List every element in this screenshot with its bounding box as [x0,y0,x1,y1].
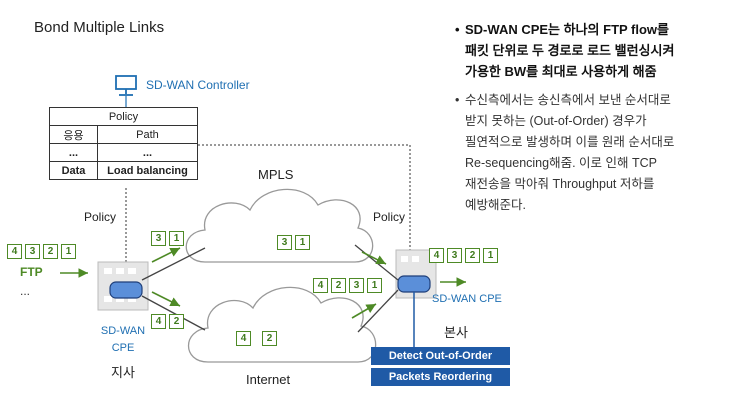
to-mpls-arrow [151,247,181,263]
to-internet-arrow [151,291,181,307]
mpls-arrive-arrow [361,251,387,265]
detect-out-of-order-box: Detect Out-of-Order [371,347,510,365]
mpls-label: MPLS [258,167,294,182]
packet-box: 4 [236,331,251,346]
policy-table-header: Policy [49,107,198,126]
bullet-2-line: 받지 못하는 (Out-of-Order) 경우가 [465,114,647,128]
packet-box: 3 [151,231,166,246]
packet-box: 1 [169,231,184,246]
packet-box: 2 [169,314,184,329]
packet-box: 3 [25,244,40,259]
packet-box: 4 [313,278,328,293]
internet-arrive-arrow [351,303,377,319]
bullet-2: •수신측에서는 송신측에서 보낸 순서대로 받지 못하는 (Out-of-Ord… [455,90,725,216]
policy-table: Policy 응용 Path ... ... Data Load balanci… [49,107,198,180]
policy-cell: Load balancing [97,161,198,180]
monitor-icon [115,75,137,96]
mpls-cloud [185,188,374,263]
bullet-2-line: 재전송을 막아줘 Throughput 저하를 [465,177,655,191]
internet-label: Internet [246,372,291,387]
packet-box: 2 [465,248,480,263]
packets-reordering-box: Packets Reordering [371,368,510,386]
packet-box: 1 [367,278,382,293]
packet-box: 2 [331,278,346,293]
policy-label-branch: Policy [84,210,117,224]
branch-cpe-device [97,261,149,311]
policy-cell: Path [97,125,198,144]
bullet-1-line: 패킷 단위로 두 경로로 로드 밸런싱시켜 [465,43,675,58]
packet-box: 4 [151,314,166,329]
internet-hq-link [357,289,399,333]
hq-cpe-label: SD-WAN CPE [432,293,502,305]
packet-box: 3 [349,278,364,293]
page-title: Bond Multiple Links [34,19,165,36]
bullet-2-line: 수신측에서는 송신측에서 보낸 순서대로 [465,93,671,107]
bullet-1-line: SD-WAN CPE는 하나의 FTP flow를 [465,22,670,37]
branch-label: 지사 [111,365,135,380]
policy-cell: 응용 [49,125,98,144]
packet-box: 4 [429,248,444,263]
mpls-hq-link [354,244,399,281]
packet-box: 1 [61,244,76,259]
packet-box: 2 [262,331,277,346]
controller-label: SD-WAN Controller [146,78,250,92]
packet-box: 4 [7,244,22,259]
bullet-2-line: Re-sequencing해줌. 이로 인해 TCP [465,156,657,170]
ftp-label: FTP [20,265,43,279]
packet-box: 1 [295,235,310,250]
packet-box: 3 [277,235,292,250]
branch-internet-link [141,295,206,331]
description-bullets: •SD-WAN CPE는 하나의 FTP flow를 패킷 단위로 두 경로로 … [455,19,725,216]
policy-label-hq: Policy [373,210,406,224]
bullet-2-line: 필연적으로 발생하며 이를 원래 순서대로 [465,135,675,149]
internet-cloud [187,286,377,363]
packet-box: 1 [483,248,498,263]
ftp-more-label: ... [20,284,31,298]
packet-box: 2 [43,244,58,259]
policy-line-hq [198,144,413,268]
policy-cell: ... [97,143,198,162]
hq-label: 본사 [444,325,468,340]
policy-cell: Data [49,161,98,180]
bullet-1: •SD-WAN CPE는 하나의 FTP flow를 패킷 단위로 두 경로로 … [455,19,725,82]
bullet-2-line: 예방해준다. [465,198,526,212]
branch-mpls-link [141,247,206,281]
branch-cpe-label-line1: SD-WAN [100,325,146,337]
packet-box: 3 [447,248,462,263]
bullet-1-line: 가용한 BW를 최대로 사용하게 해줌 [465,64,657,79]
branch-cpe-label-line2: CPE [111,342,135,354]
policy-cell: ... [49,143,98,162]
